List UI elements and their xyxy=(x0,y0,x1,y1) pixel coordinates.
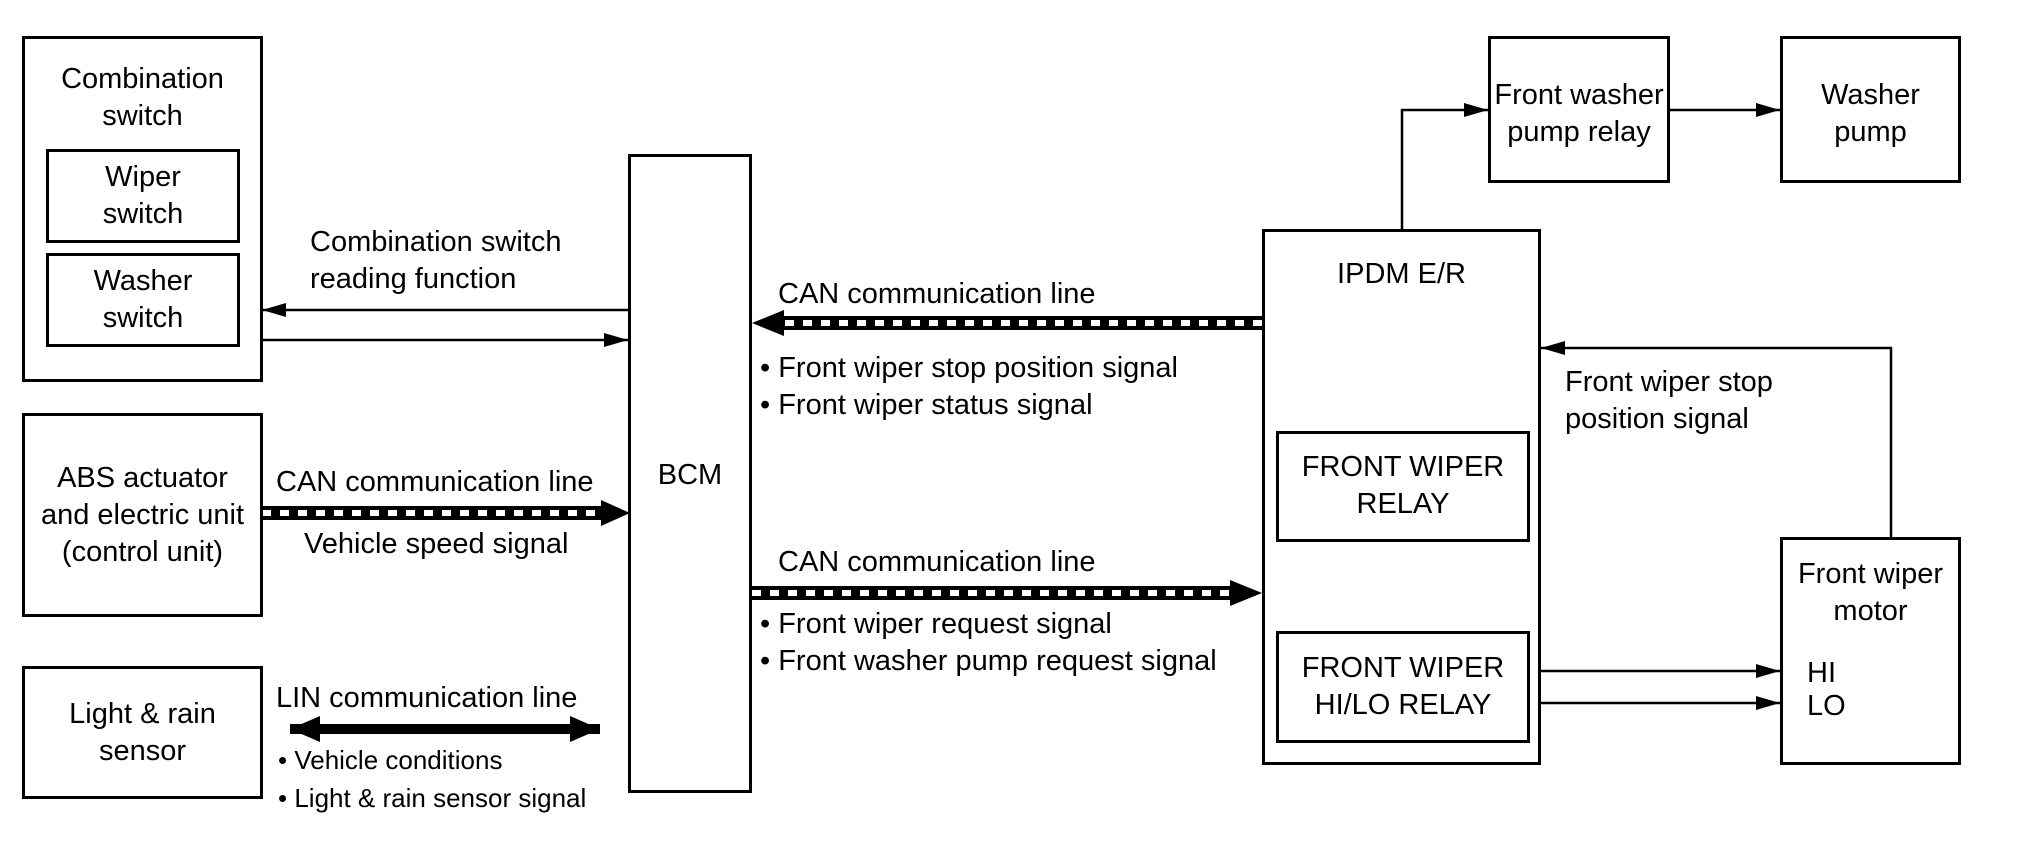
front-wiper-hilo-relay-label-2: HI/LO RELAY xyxy=(1314,689,1492,721)
stop-position-feedback-label-2: position signal xyxy=(1565,403,1749,435)
wiper-switch-box: Wiper switch xyxy=(46,149,240,243)
stop-position-feedback-arrow xyxy=(1541,341,1893,537)
light-rain-sensor-label-1: Light & rain xyxy=(69,698,216,730)
combination-switch-reading-label-2: reading function xyxy=(310,263,517,295)
combination-switch-label-1: Combination xyxy=(61,63,224,95)
front-washer-pump-relay-label-2: pump relay xyxy=(1507,116,1651,148)
vehicle-speed-signal-label: Vehicle speed signal xyxy=(304,528,569,560)
front-wiper-motor-lo-terminal: LO xyxy=(1807,690,1846,722)
abs-can-line-label: CAN communication line xyxy=(276,466,594,498)
bcm-box: BCM xyxy=(628,154,752,793)
combination-switch-reading-label-1: Combination switch xyxy=(310,226,562,258)
front-wiper-status-signal-label: • Front wiper status signal xyxy=(760,389,1093,421)
front-washer-pump-relay-label-1: Front washer xyxy=(1494,79,1664,111)
wiper-switch-label-1: Wiper xyxy=(105,161,181,193)
front-washer-pump-request-signal-label: • Front washer pump request signal xyxy=(760,645,1217,677)
ipdm-label: IPDM E/R xyxy=(1337,258,1466,290)
combination-switch-label-2: switch xyxy=(102,100,183,132)
abs-label-1: ABS actuator xyxy=(57,462,228,494)
front-wiper-request-signal-label: • Front wiper request signal xyxy=(760,608,1112,640)
front-wiper-motor-box: Front wiper motor HI LO xyxy=(1780,537,1961,765)
washer-switch-label-1: Washer xyxy=(93,265,193,297)
can-ipdm-to-bcm-line xyxy=(752,310,1262,336)
can-bcm-to-ipdm-label: CAN communication line xyxy=(778,546,1096,578)
front-wiper-motor-label-1: Front wiper xyxy=(1797,558,1944,590)
light-rain-sensor-signal-label: • Light & rain sensor signal xyxy=(278,783,587,813)
washer-switch-box: Washer switch xyxy=(46,253,240,347)
light-rain-sensor-label-2: sensor xyxy=(98,735,187,767)
bcm-label: BCM xyxy=(657,459,723,491)
vehicle-conditions-label: • Vehicle conditions xyxy=(278,745,503,775)
wiper-switch-label-2: switch xyxy=(102,198,184,230)
front-wiper-relay-label-2: RELAY xyxy=(1356,488,1450,520)
front-wiper-relay-box: FRONT WIPER RELAY xyxy=(1276,431,1530,542)
abs-label-2: and electric unit xyxy=(40,499,245,531)
lin-line-label: LIN communication line xyxy=(276,682,578,714)
front-wiper-hilo-relay-box: FRONT WIPER HI/LO RELAY xyxy=(1276,631,1530,743)
can-ipdm-to-bcm-label: CAN communication line xyxy=(778,278,1096,310)
front-wiper-motor-hi-terminal: HI xyxy=(1807,657,1836,689)
front-washer-pump-relay-box: Front washer pump relay xyxy=(1488,36,1670,183)
abs-label-3: (control unit) xyxy=(61,536,224,568)
can-bcm-to-ipdm-line xyxy=(752,580,1262,606)
abs-actuator-box: ABS actuator and electric unit (control … xyxy=(22,413,263,617)
washer-pump-label-2: pump xyxy=(1834,116,1907,148)
stop-position-feedback-label-1: Front wiper stop xyxy=(1565,366,1773,398)
front-wiper-relay-label-1: FRONT WIPER xyxy=(1301,451,1505,483)
front-wiper-stop-position-signal-label: • Front wiper stop position signal xyxy=(760,352,1178,384)
light-rain-sensor-box: Light & rain sensor xyxy=(22,666,263,799)
washer-pump-label-1: Washer xyxy=(1821,79,1920,111)
washer-pump-box: Washer pump xyxy=(1780,36,1961,183)
ipdm-to-washer-relay-arrow xyxy=(1400,103,1488,229)
abs-can-line xyxy=(262,500,630,526)
front-wiper-hilo-relay-label-1: FRONT WIPER xyxy=(1301,652,1505,684)
front-wiper-motor-label-2: motor xyxy=(1833,595,1908,627)
washer-switch-label-2: switch xyxy=(102,302,184,334)
